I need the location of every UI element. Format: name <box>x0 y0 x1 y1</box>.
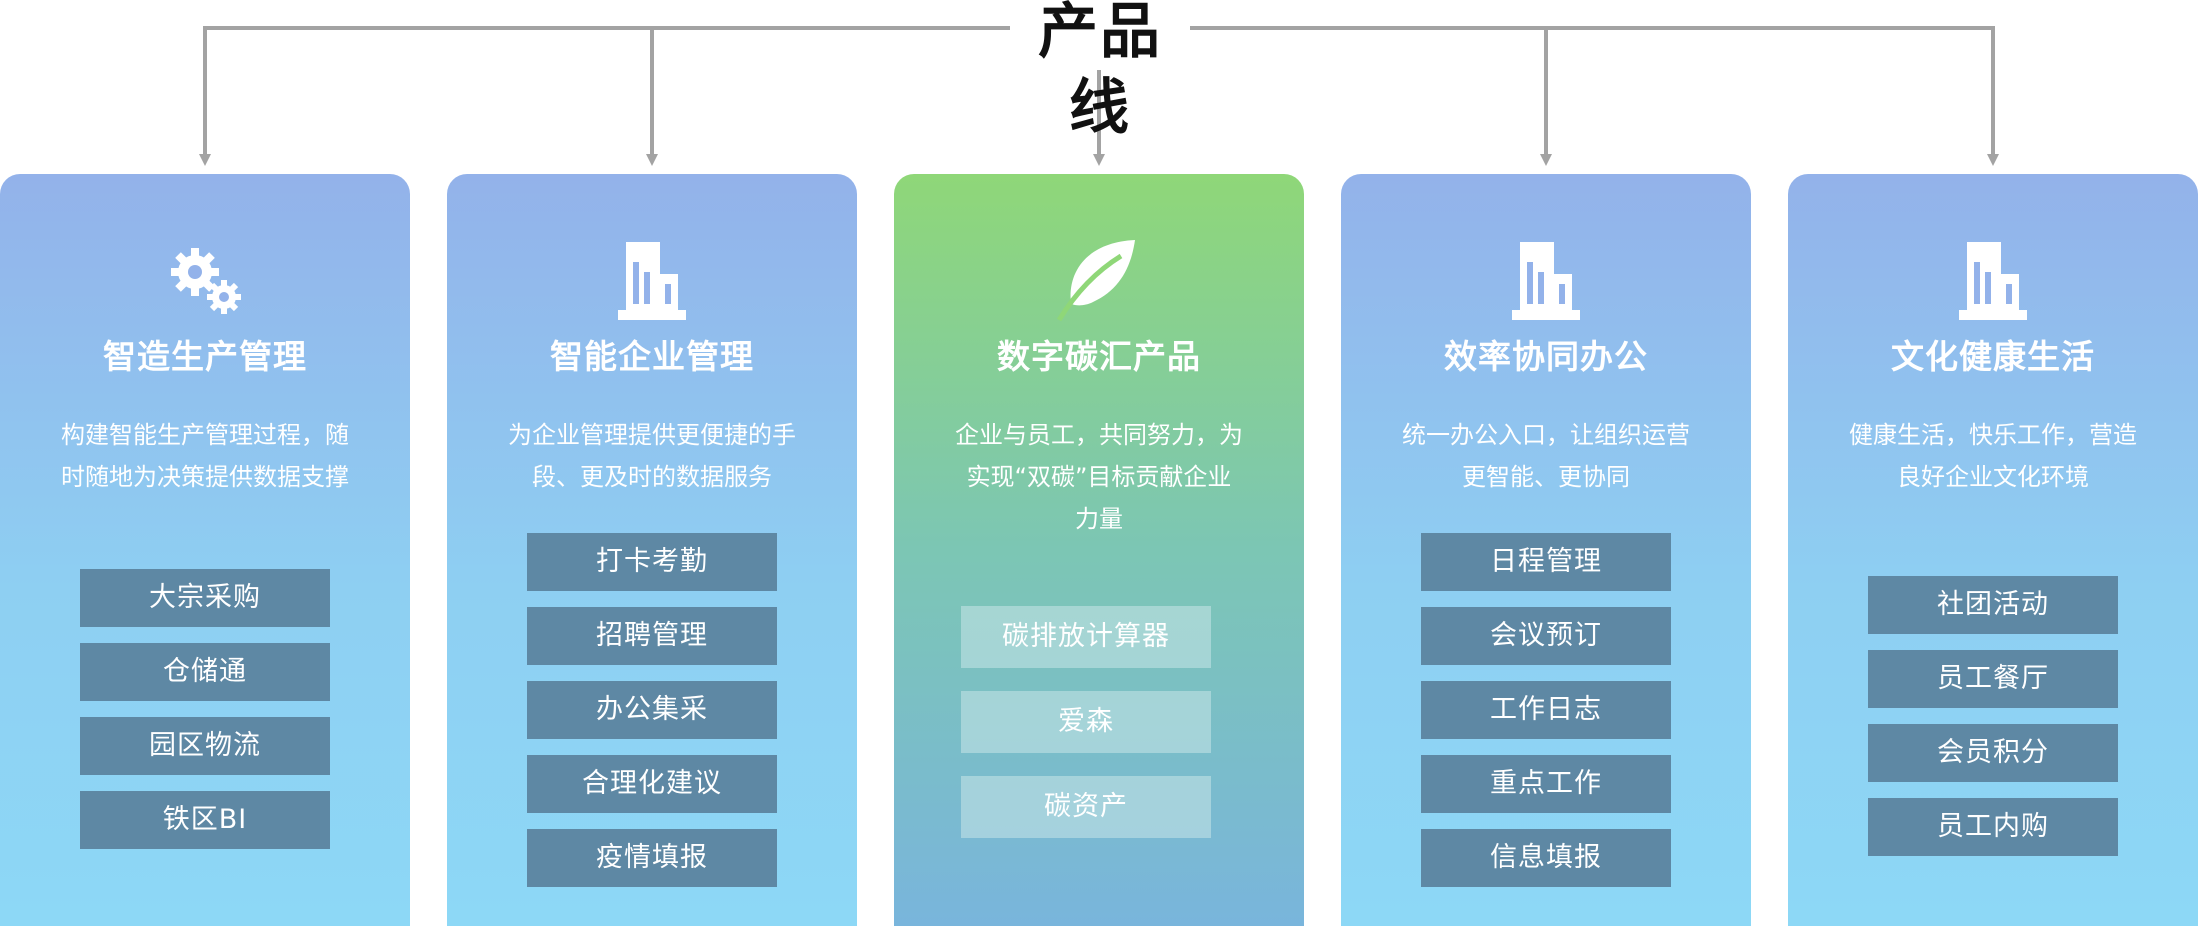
building-icon <box>1943 234 2043 324</box>
item-work-log[interactable]: 工作日志 <box>1421 681 1671 739</box>
item-list: 碳排放计算器 爱森 碳资产 <box>961 606 1224 861</box>
item-recruitment[interactable]: 招聘管理 <box>527 607 777 665</box>
item-carbon-assets[interactable]: 碳资产 <box>961 776 1211 838</box>
item-club-activities[interactable]: 社团活动 <box>1868 576 2118 634</box>
leaf-icon <box>1049 234 1149 324</box>
item-warehousing[interactable]: 仓储通 <box>80 643 330 701</box>
gears-icon <box>155 234 255 324</box>
item-list: 日程管理 会议预订 工作日志 重点工作 信息填报 <box>1421 533 1671 903</box>
card-description: 统一办公入口，让组织运营 更智能、更协同 <box>1402 421 1690 491</box>
card-title: 文化健康生活 <box>1891 337 2095 376</box>
item-carbon-calculator[interactable]: 碳排放计算器 <box>961 606 1211 668</box>
card-title: 智能企业管理 <box>550 337 754 376</box>
card-smart-enterprise: 智能企业管理 为企业管理提供更便捷的手 段、更及时的数据服务 打卡考勤 招聘管理… <box>447 174 857 926</box>
item-info-report[interactable]: 信息填报 <box>1421 829 1671 887</box>
item-iron-bi[interactable]: 铁区BI <box>80 791 330 849</box>
item-staff-canteen[interactable]: 员工餐厅 <box>1868 650 2118 708</box>
item-aisen[interactable]: 爱森 <box>961 691 1211 753</box>
item-bulk-procurement[interactable]: 大宗采购 <box>80 569 330 627</box>
item-staff-purchase[interactable]: 员工内购 <box>1868 798 2118 856</box>
card-description: 为企业管理提供更便捷的手 段、更及时的数据服务 <box>508 421 796 491</box>
item-attendance[interactable]: 打卡考勤 <box>527 533 777 591</box>
card-title: 智造生产管理 <box>103 337 307 376</box>
item-list: 社团活动 员工餐厅 会员积分 员工内购 <box>1868 576 2118 872</box>
item-meeting-booking[interactable]: 会议预订 <box>1421 607 1671 665</box>
item-schedule[interactable]: 日程管理 <box>1421 533 1671 591</box>
card-culture-health: 文化健康生活 健康生活，快乐工作，营造 良好企业文化环境 社团活动 员工餐厅 会… <box>1788 174 2198 926</box>
connector-left <box>199 26 1010 166</box>
card-collaborative-office: 效率协同办公 统一办公入口，让组织运营 更智能、更协同 日程管理 会议预订 工作… <box>1341 174 1751 926</box>
connector-right <box>1190 26 1999 166</box>
card-description: 企业与员工，共同努力，为 实现“双碳”目标贡献企业 力量 <box>955 421 1243 533</box>
item-park-logistics[interactable]: 园区物流 <box>80 717 330 775</box>
card-description: 构建智能生产管理过程，随 时随地为决策提供数据支撑 <box>61 421 349 491</box>
card-digital-carbon: 数字碳汇产品 企业与员工，共同努力，为 实现“双碳”目标贡献企业 力量 碳排放计… <box>894 174 1304 926</box>
building-icon <box>1496 234 1596 324</box>
product-line-title: 产品线 <box>1010 0 1190 143</box>
card-title: 效率协同办公 <box>1444 337 1648 376</box>
item-list: 大宗采购 仓储通 园区物流 铁区BI <box>80 569 330 865</box>
building-icon <box>602 234 702 324</box>
item-list: 打卡考勤 招聘管理 办公集采 合理化建议 疫情填报 <box>527 533 777 903</box>
item-suggestions[interactable]: 合理化建议 <box>527 755 777 813</box>
item-office-procurement[interactable]: 办公集采 <box>527 681 777 739</box>
card-description: 健康生活，快乐工作，营造 良好企业文化环境 <box>1849 421 2137 491</box>
card-smart-production: 智造生产管理 构建智能生产管理过程，随 时随地为决策提供数据支撑 大宗采购 仓储… <box>0 174 410 926</box>
item-key-work[interactable]: 重点工作 <box>1421 755 1671 813</box>
item-epidemic-report[interactable]: 疫情填报 <box>527 829 777 887</box>
item-member-points[interactable]: 会员积分 <box>1868 724 2118 782</box>
card-title: 数字碳汇产品 <box>997 337 1201 376</box>
